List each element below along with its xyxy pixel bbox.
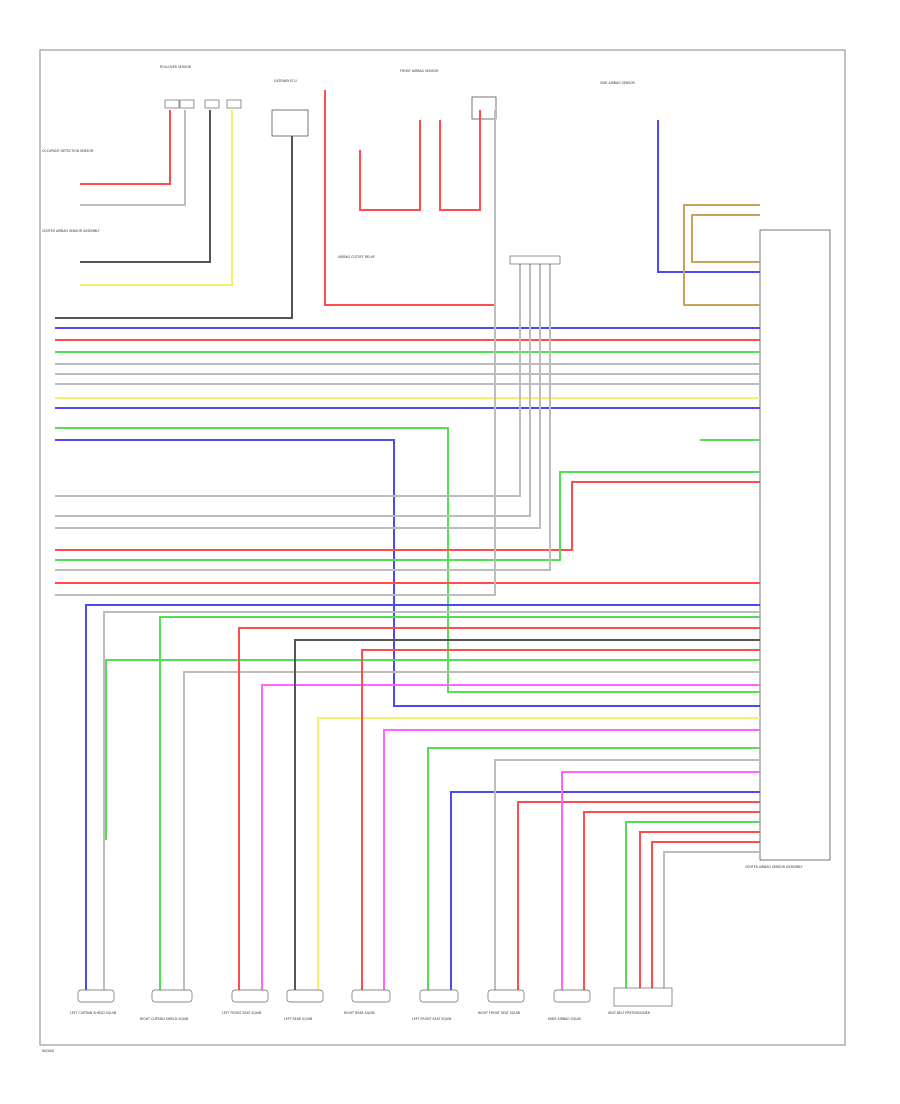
- wire-tan-loop-b: [691, 214, 760, 263]
- connector: [204, 99, 220, 109]
- label-bottom-1: LEFT CURTAIN SHIELD SQUIB: [70, 1011, 116, 1015]
- wire-group: [55, 90, 760, 990]
- label-bottom-8: KNEE AIRBAG SQUIB: [548, 1017, 581, 1021]
- connector: [509, 255, 561, 265]
- drop-red-4: [583, 811, 760, 990]
- wire-tan-loop: [683, 204, 760, 306]
- label-bottom-3: LEFT FRONT SEAT SQUIB: [222, 1011, 261, 1015]
- bottom-connector-2: [151, 989, 193, 1003]
- wire-gray: [80, 110, 186, 206]
- label-bottom-5: RIGHT REAR SQUIB: [344, 1011, 375, 1015]
- component-box-top: [271, 109, 309, 137]
- footer-label: W/DIAG: [42, 1049, 55, 1053]
- drop-green-2: [105, 659, 760, 840]
- label-sensor-b: SIDE AIRBAG SENSOR: [600, 81, 636, 85]
- label-bottom-6: LEFT FRONT SEAT SQUIB: [412, 1017, 451, 1021]
- label-bottom-9: SEAT BELT PRETENSIONER: [608, 1011, 651, 1015]
- bus-red-2: [55, 481, 760, 551]
- drop-green-3: [427, 747, 760, 990]
- label-bottom-4: LEFT REAR SQUIB: [284, 1017, 312, 1021]
- main-module-box: [759, 229, 831, 861]
- bottom-connector-8: [553, 989, 591, 1003]
- wire-blue-top: [657, 120, 760, 273]
- bottom-connector-4: [286, 989, 324, 1003]
- bottom-connector-7: [487, 989, 525, 1003]
- drop-red-2: [361, 649, 760, 990]
- bottom-connector-5: [351, 989, 391, 1003]
- label-gateway-ecu: GATEWAY ECU: [274, 79, 297, 83]
- connector: [179, 99, 195, 109]
- label-bottom-7: RIGHT FRONT SEAT SQUIB: [478, 1011, 520, 1015]
- drop-dark-1: [294, 639, 760, 990]
- drop-pink-3: [561, 771, 760, 990]
- drop-red-1: [238, 627, 760, 990]
- drop-blue-1: [85, 604, 760, 990]
- drop-pink-1: [261, 684, 760, 990]
- drop-gray-4: [663, 851, 760, 990]
- wire-red-b: [439, 110, 481, 211]
- drop-red-5: [639, 831, 760, 990]
- connector: [226, 99, 242, 109]
- bottom-connector-6: [419, 989, 459, 1003]
- wire-red-loop: [324, 90, 496, 306]
- label-bottom-2: RIGHT CURTAIN SHIELD SQUIB: [140, 1017, 188, 1021]
- bottom-connector-3: [231, 989, 269, 1003]
- drop-yellow-1: [317, 717, 760, 990]
- bus-gray-4: [55, 260, 521, 497]
- label-rollover-sensor: ROLLOVER SENSOR: [160, 65, 192, 69]
- label-main-module: CENTER AIRBAG SENSOR ASSEMBLY: [745, 865, 803, 869]
- drop-green-4: [625, 821, 760, 990]
- drop-pink-2: [383, 729, 760, 990]
- wire-red-switch: [359, 120, 421, 211]
- bottom-connectors: [77, 987, 673, 1007]
- bottom-connector-1: [77, 989, 115, 1003]
- drop-gray-2: [183, 671, 760, 990]
- bus-green-2: [55, 471, 760, 561]
- drop-blue-2: [450, 791, 760, 990]
- drop-red-6: [651, 841, 760, 990]
- connector: [164, 99, 180, 109]
- wire-dark: [80, 110, 211, 263]
- diagram-frame: [39, 49, 846, 1046]
- label-occupant-sensor: OCCUPANT DETECTION SENSOR: [42, 149, 94, 153]
- wire-dark-vertical: [55, 136, 293, 319]
- drop-gray-3: [494, 759, 760, 990]
- bus-gray-7: [55, 260, 551, 571]
- label-sensor-a: FRONT AIRBAG SENSOR: [400, 69, 439, 73]
- bus-gray-6: [55, 260, 541, 529]
- drop-red-3: [517, 801, 760, 990]
- wire-blue-drop: [55, 439, 760, 707]
- drop-gray-1: [103, 611, 760, 990]
- label-airbag-sensor: CENTER AIRBAG SENSOR ASSEMBLY: [42, 229, 100, 233]
- wire-yellow: [80, 110, 233, 286]
- label-relay: AIRBAG CUTOFF RELAY: [338, 255, 375, 259]
- drop-green-1: [159, 616, 760, 990]
- top-connectors: [164, 99, 561, 265]
- bottom-connector-9: [613, 987, 673, 1007]
- component-box-right: [471, 96, 497, 120]
- bus-gray-5: [55, 260, 531, 517]
- wire-red: [80, 110, 171, 185]
- bus-gray-8: [55, 110, 496, 596]
